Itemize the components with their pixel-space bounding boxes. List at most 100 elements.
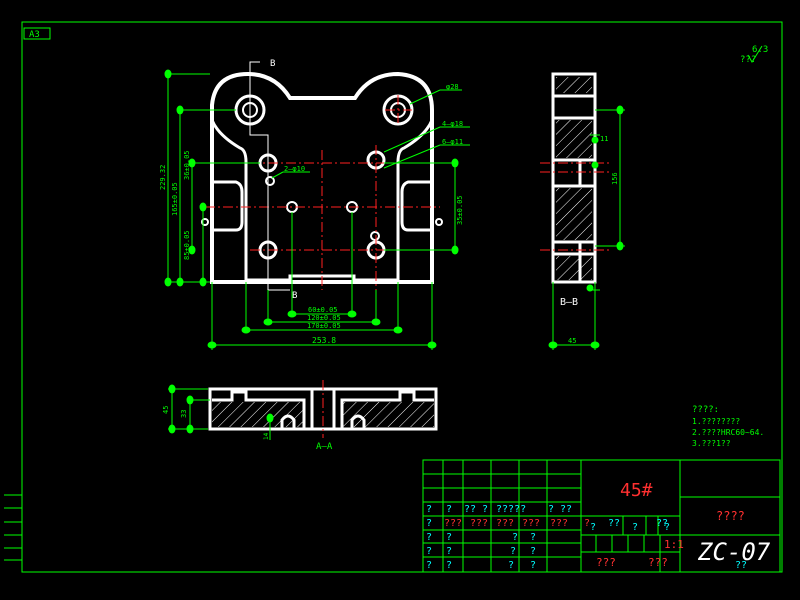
material-label: 45# xyxy=(620,480,653,501)
svg-text:?: ? xyxy=(664,522,670,533)
svg-text:??: ?? xyxy=(656,518,668,529)
cut-b-bottom-label: B xyxy=(292,291,297,301)
title-row-3: ? ? ? ? xyxy=(426,532,536,543)
svg-text:?: ? xyxy=(426,504,432,515)
dim-170: 170±0.05 xyxy=(307,322,341,330)
title-row-4: ? ? ? ? xyxy=(426,546,536,557)
svg-text:?: ? xyxy=(508,560,514,571)
svg-text:?: ? xyxy=(530,560,536,571)
dim-45-width: 45 xyxy=(568,337,576,345)
hole-r28: φ28 xyxy=(446,83,459,91)
aa-dimensions xyxy=(168,384,274,440)
dim-36: 36±0.05 xyxy=(183,150,191,180)
hole-6-11: 6—φ11 xyxy=(442,138,463,146)
side-dimensions xyxy=(548,105,625,350)
front-hole-7 xyxy=(265,176,275,186)
view-aa-label: A—A xyxy=(316,442,333,452)
side-hatch-4 xyxy=(556,256,592,280)
view-bb-label: B—B xyxy=(560,297,578,308)
svg-text:?: ? xyxy=(446,532,452,543)
svg-text:???: ??? xyxy=(550,518,568,529)
dim-229-32: 229.32 xyxy=(159,165,167,190)
side-view-bb xyxy=(540,72,610,284)
side-hatch-3 xyxy=(556,188,592,240)
front-outline xyxy=(210,71,434,284)
dim-85: 85±0.05 xyxy=(183,230,191,260)
svg-text:?: ? xyxy=(446,504,452,515)
side-hatch-2 xyxy=(556,120,592,158)
front-dimensions xyxy=(164,69,470,350)
svg-text:?: ? xyxy=(426,518,432,529)
dim-253-8: 253.8 xyxy=(312,336,336,345)
title-row-2: ? ??? ??? ??? ??? ??? ? ?? ?? xyxy=(426,518,668,529)
title-block xyxy=(422,459,781,573)
svg-text:??: ?? xyxy=(608,518,620,529)
hole-2-10: 2—φ10 xyxy=(284,165,305,173)
front-centerlines xyxy=(205,95,440,290)
outer-frame xyxy=(21,21,783,573)
front-view: B B xyxy=(201,59,443,301)
dim-14: 14 xyxy=(263,432,270,440)
format-box xyxy=(23,27,51,40)
svg-text:???: ??? xyxy=(470,518,488,529)
dim-165: 165±0.05 xyxy=(171,182,179,216)
dim-45-height: 45 xyxy=(162,406,170,414)
front-slot-left xyxy=(212,180,244,232)
title-bottom: ??? ??? xyxy=(596,556,668,569)
svg-text:?: ? xyxy=(446,546,452,557)
svg-text:???: ??? xyxy=(648,556,668,569)
svg-text:?: ? xyxy=(632,522,638,533)
front-inner-right xyxy=(396,119,434,280)
note-3: 3.???1?? xyxy=(692,439,731,448)
svg-text:?: ? xyxy=(446,560,452,571)
svg-text:?: ? xyxy=(426,532,432,543)
svg-text:?: ? xyxy=(510,546,516,557)
dim-120: 120±0.05 xyxy=(307,314,341,322)
title-row-5: ? ? ? ? xyxy=(426,560,536,571)
scale-label: 1:1 xyxy=(664,538,684,551)
bottom-view-aa xyxy=(208,380,438,438)
svg-text:???: ??? xyxy=(496,518,514,529)
svg-text:??: ?? xyxy=(464,504,476,515)
part-name: ???? xyxy=(716,509,745,523)
roughness-prefix: ??? xyxy=(740,55,756,65)
drawing-number: ZC-07 xyxy=(697,538,771,566)
svg-text:?: ? xyxy=(584,518,590,529)
svg-text:?: ? xyxy=(482,504,488,515)
dim-33: 33 xyxy=(180,410,188,418)
side-hatch-1 xyxy=(556,77,592,93)
svg-text:?????: ????? xyxy=(496,504,526,515)
dim-60: 60±0.05 xyxy=(308,306,338,314)
svg-text:???: ??? xyxy=(596,556,616,569)
technical-notes: ????: 1.???????? 2.????HRC60~64. 3.???1?… xyxy=(692,405,764,448)
svg-text:?: ? xyxy=(426,560,432,571)
section-cut-b xyxy=(249,61,290,291)
svg-text:???: ??? xyxy=(522,518,540,529)
svg-text:?: ? xyxy=(530,532,536,543)
roughness-symbol xyxy=(747,45,763,63)
svg-text:??: ?? xyxy=(560,504,572,515)
svg-text:?: ? xyxy=(426,546,432,557)
aa-hatch-left xyxy=(212,402,304,427)
hole-4-18: 4—φ18 xyxy=(442,120,463,128)
title-row-1: ? ? ?? ? ????? ? ?? xyxy=(426,504,572,515)
roughness-value: 6.3 xyxy=(752,45,768,55)
dim-35: 35±0.05 xyxy=(456,195,464,225)
svg-text:?: ? xyxy=(548,504,554,515)
dim-156: 156 xyxy=(611,172,619,185)
dim-11: 11 xyxy=(600,135,608,143)
front-edge-hole-right xyxy=(435,218,443,226)
front-slot-right xyxy=(400,180,432,232)
front-edge-hole-left xyxy=(201,218,209,226)
note-2: 2.????HRC60~64. xyxy=(692,428,764,437)
svg-text:?: ? xyxy=(590,522,596,533)
svg-text:?: ? xyxy=(512,532,518,543)
title-mid-labels: ? ? ? ?? xyxy=(590,522,747,571)
front-hole-8 xyxy=(370,231,380,241)
aa-hatch-right xyxy=(342,402,434,427)
svg-text:???: ??? xyxy=(444,518,462,529)
format-label: A3 xyxy=(29,30,40,40)
notes-heading: ????: xyxy=(692,405,719,415)
note-1: 1.???????? xyxy=(692,417,740,426)
front-inner-left xyxy=(210,119,248,280)
